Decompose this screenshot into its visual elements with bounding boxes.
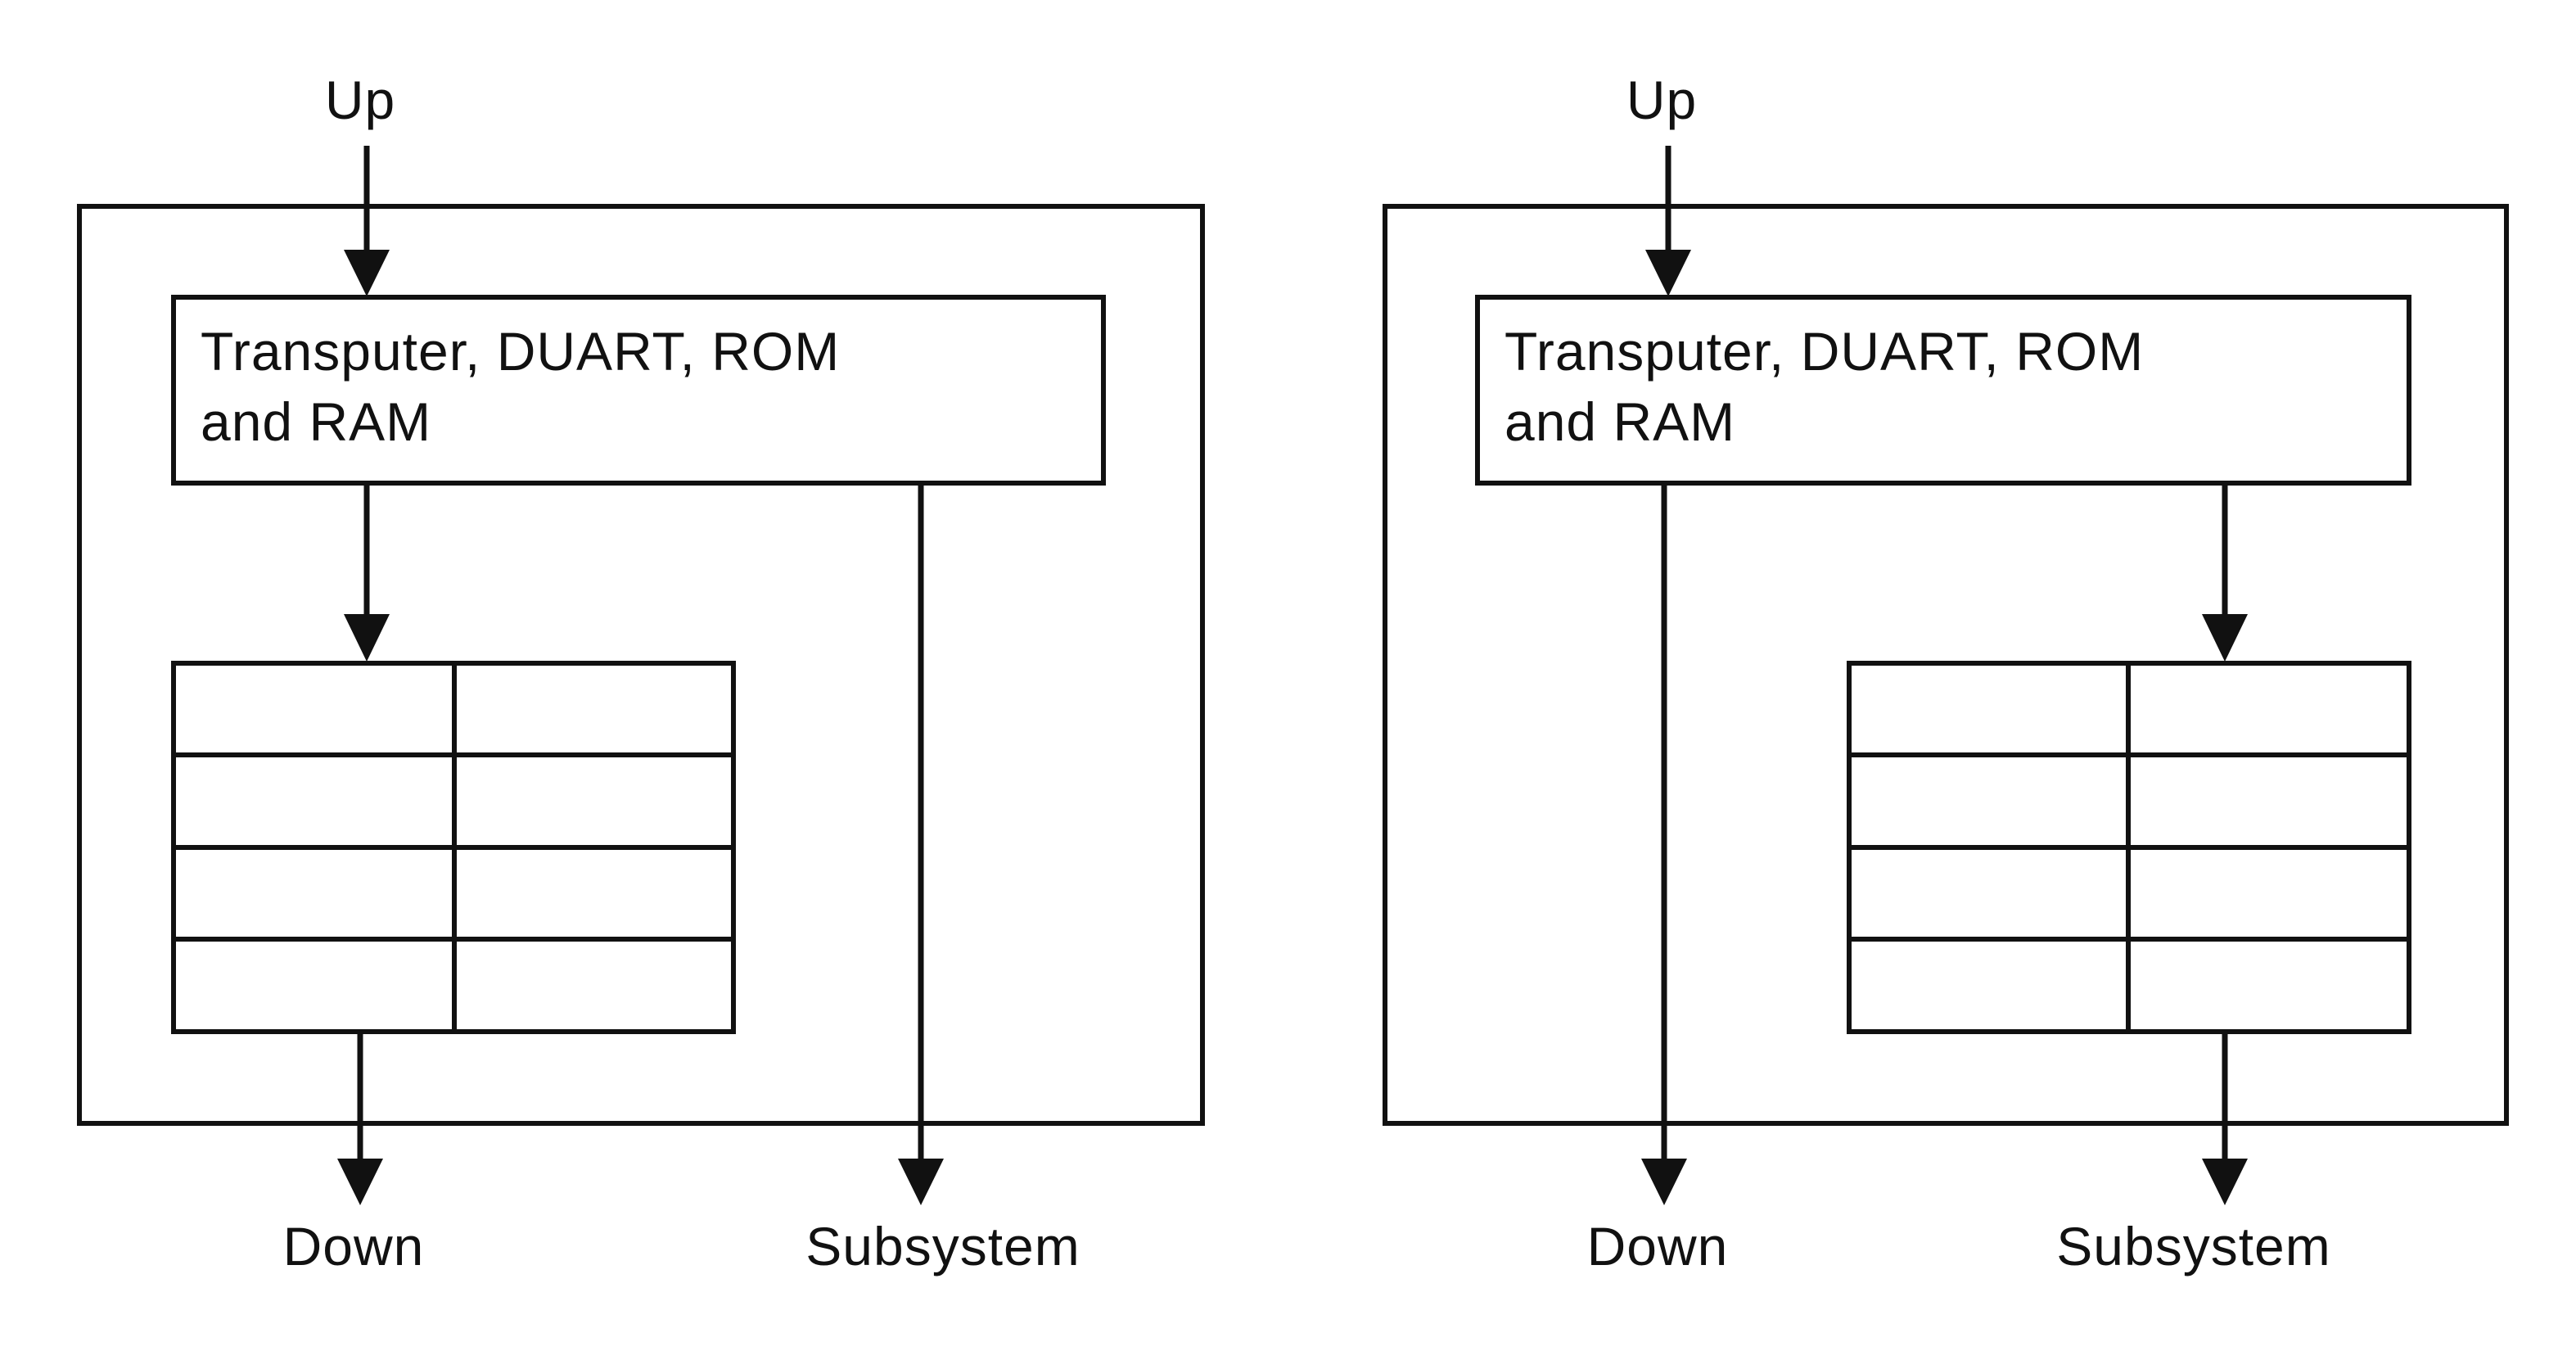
right-up-label: Up [1626,70,1697,130]
left-down-label: Down [283,1216,425,1276]
left-processor-label-line1: Transputer, DUART, ROM [201,321,840,382]
left-processor-label-line2: and RAM [201,391,431,452]
right-buffer-arrowhead [2202,614,2248,662]
left-subsystem-label: Subsystem [805,1216,1080,1276]
right-processor-label-line1: Transputer, DUART, ROM [1505,321,2144,382]
left-subsystem-arrowhead [898,1159,944,1205]
right-subsystem-label: Subsystem [2056,1216,2330,1276]
left-up-arrowhead [344,250,390,296]
right-down-arrowhead [1641,1159,1687,1205]
left-board-outline [77,204,1205,1126]
left-down-arrowhead [337,1159,383,1205]
left-processor-box [171,295,1106,486]
right-processor-box [1475,295,2411,486]
right-board-outline [1383,204,2509,1126]
right-buffer-grid [1847,661,2411,1034]
left-buffer-grid [171,661,736,1034]
left-buffer-arrowhead [344,614,390,662]
right-subsystem-arrowhead [2202,1159,2248,1205]
right-processor-label-line2: and RAM [1505,391,1735,452]
left-panel: Up Transputer, DUART, ROM and RAM Down S… [77,70,1205,1276]
right-up-arrowhead [1645,250,1691,296]
right-down-label: Down [1587,1216,1729,1276]
right-panel: Up Transputer, DUART, ROM and RAM Down S… [1383,70,2509,1276]
left-up-label: Up [325,70,395,130]
